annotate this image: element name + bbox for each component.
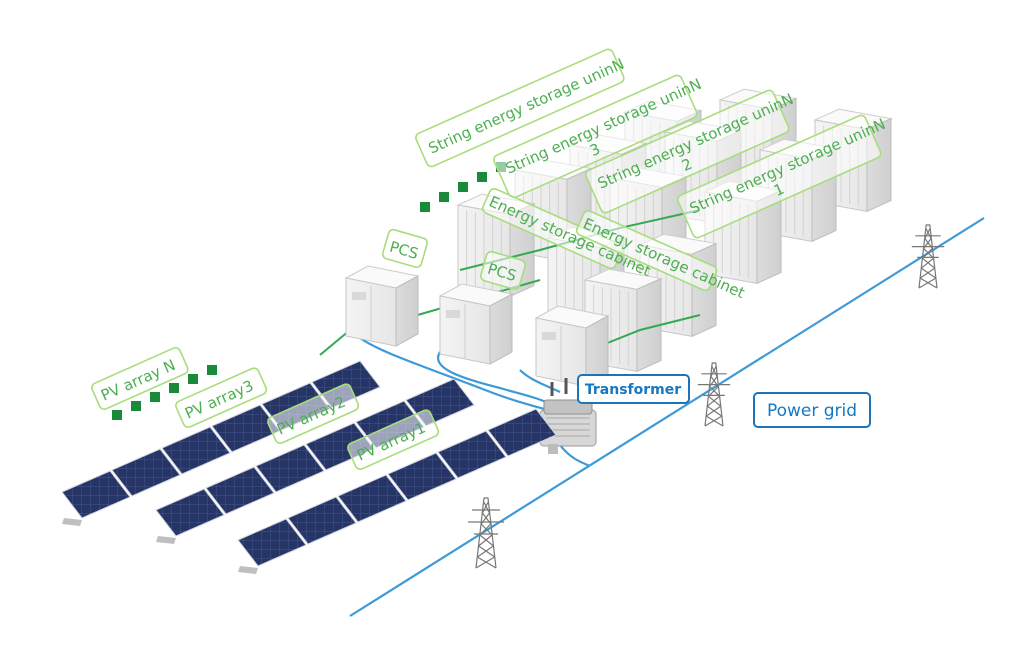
transmission-tower-icon xyxy=(697,362,731,427)
ellipsis-dots-pv xyxy=(112,365,217,420)
ac-cables xyxy=(359,337,591,468)
label-pcs-2: PCS xyxy=(479,250,526,291)
pcs-cabinet-icon xyxy=(344,265,420,347)
label-transformer: Transformer xyxy=(577,374,690,404)
svg-text:Power grid: Power grid xyxy=(767,401,857,421)
solar-panel-icon xyxy=(237,408,557,574)
svg-text:Transformer: Transformer xyxy=(585,382,681,398)
pcs-cabinet-icon xyxy=(438,283,514,365)
transmission-tower-icon xyxy=(468,497,504,569)
transmission-tower-icon xyxy=(911,224,945,289)
label-pcs-1: PCS xyxy=(381,228,428,269)
label-power-grid: Power grid xyxy=(753,392,871,428)
transformer-icon xyxy=(539,378,597,454)
power-grid-line xyxy=(349,217,985,617)
